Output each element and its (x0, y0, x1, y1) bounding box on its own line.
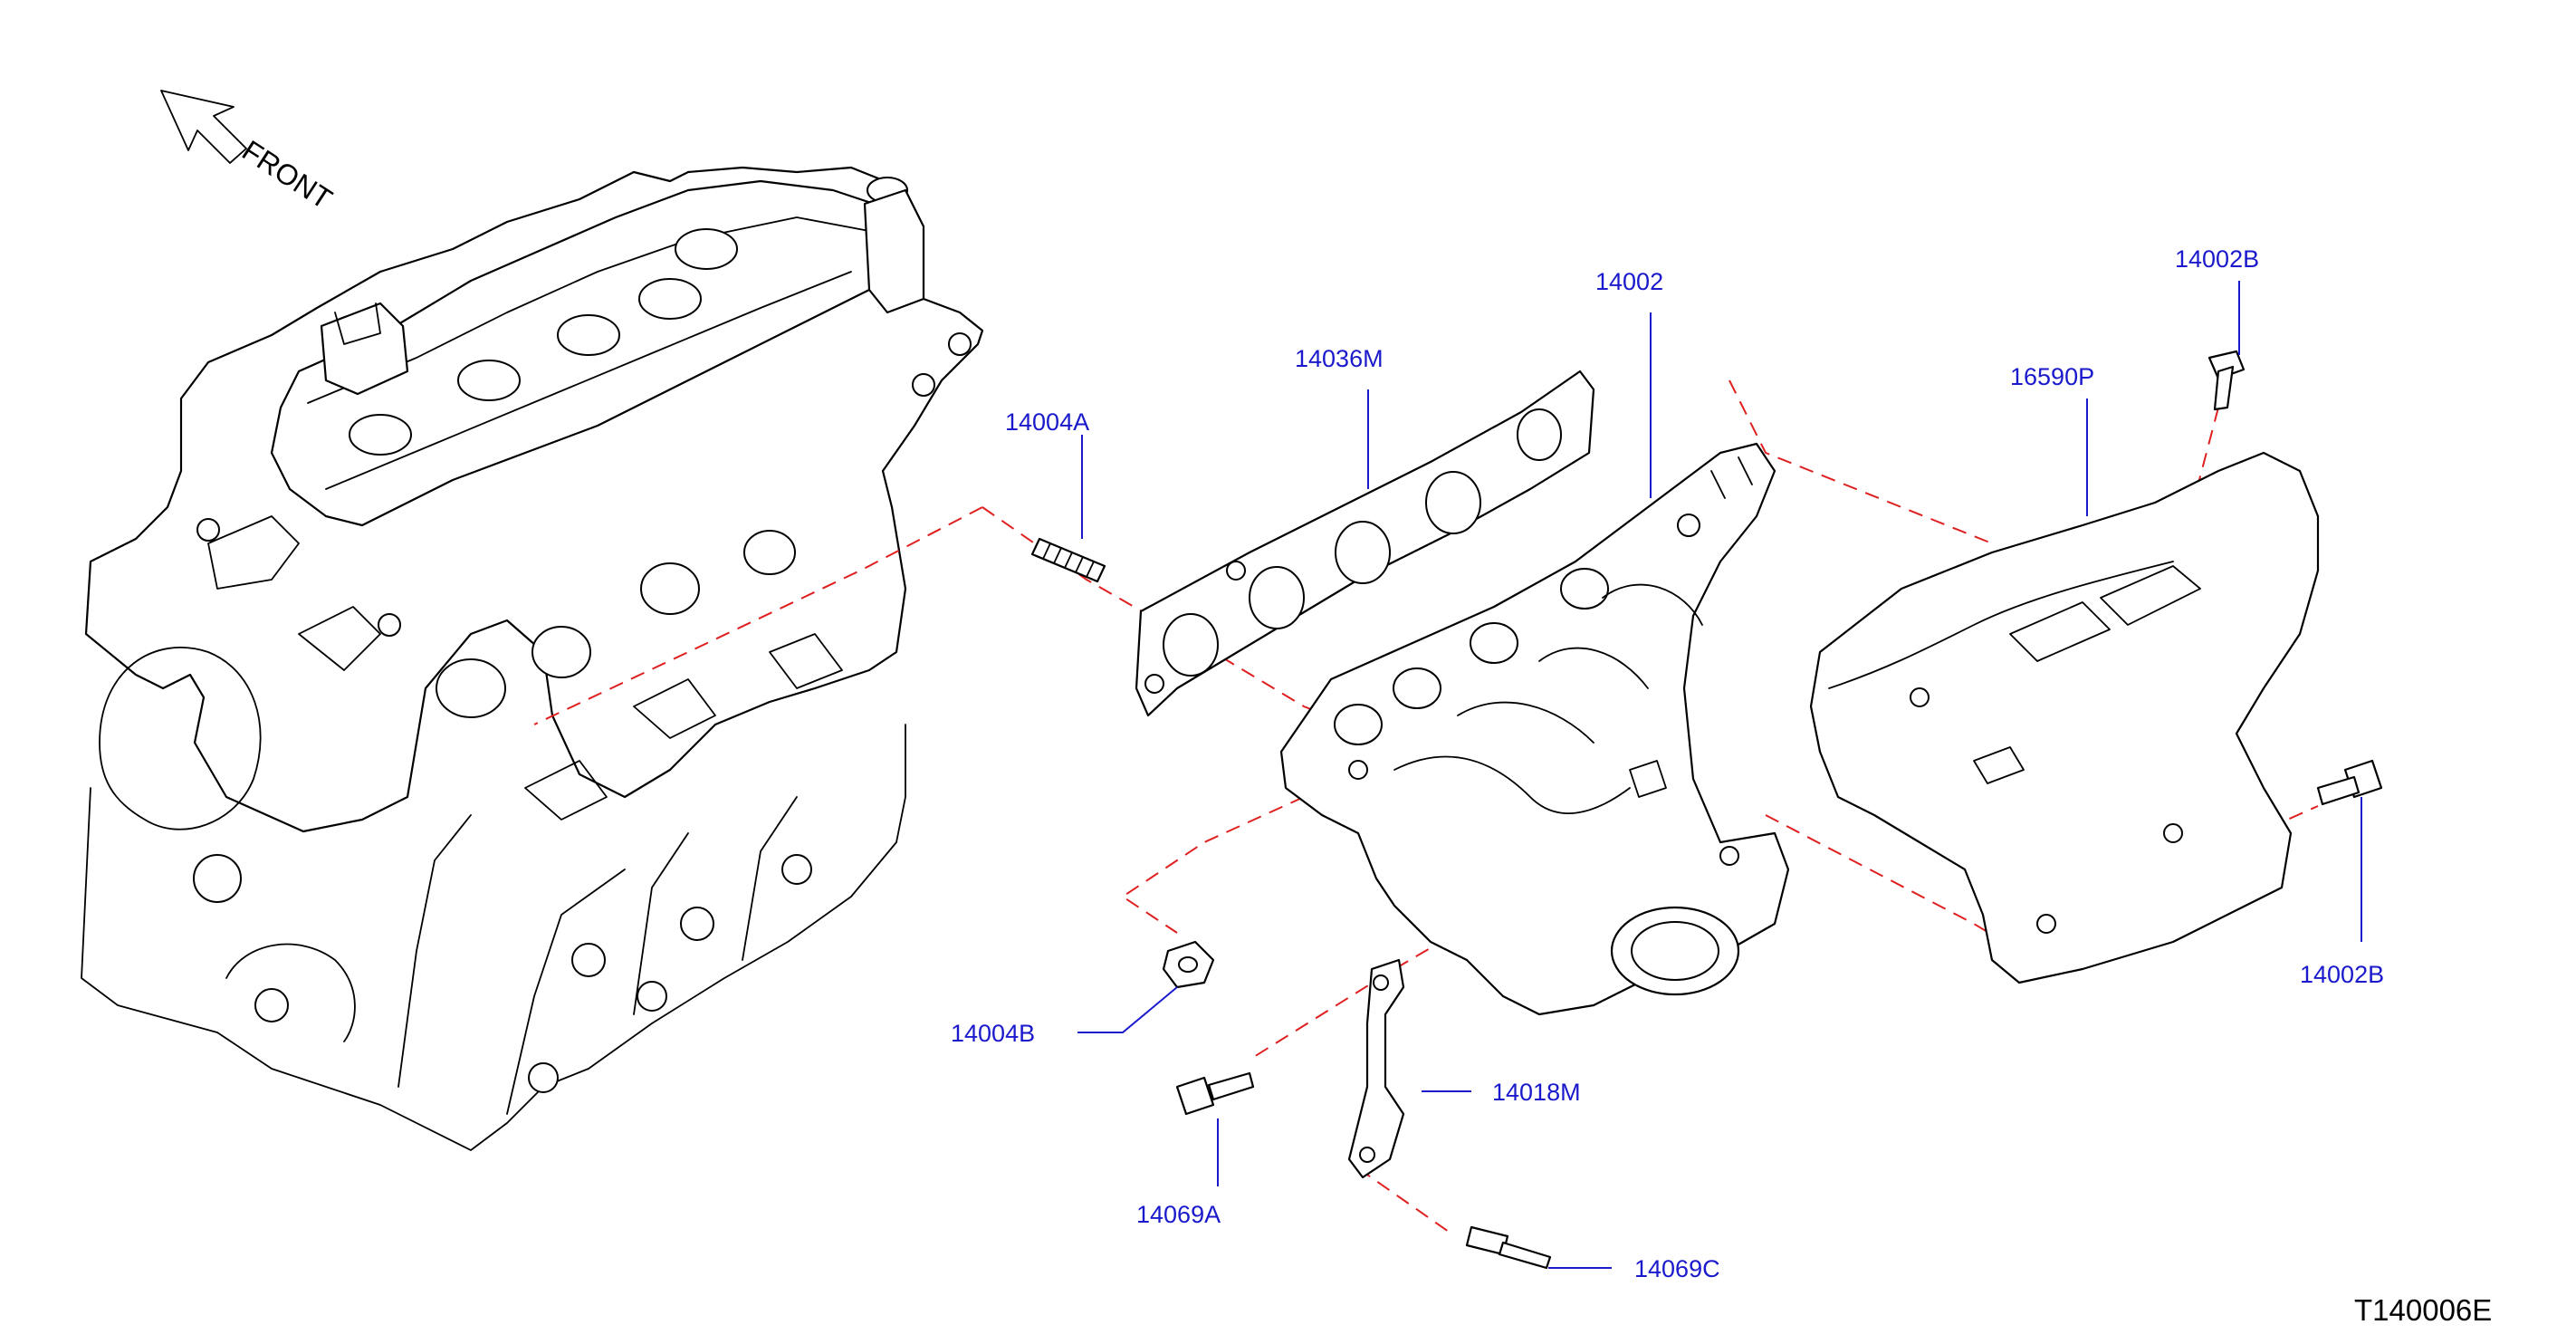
engine-block-illustration (81, 166, 984, 1151)
bolt-14002b-top-illustration (2207, 350, 2246, 411)
callout-14004b: 14004B (951, 1020, 1035, 1047)
bracket-14018m-illustration (1347, 958, 1405, 1179)
callout-14036m: 14036M (1295, 345, 1384, 372)
bolt-14002b-right-illustration (2316, 759, 2383, 806)
callout-14002b-top: 14002B (2175, 245, 2259, 273)
gasket-14036m-illustration (1135, 370, 1595, 717)
callout-16590p: 16590P (2010, 363, 2094, 390)
callout-14004a: 14004A (1005, 408, 1089, 436)
callout-14069a: 14069A (1136, 1201, 1221, 1228)
callout-leader-lines (1077, 281, 2362, 1269)
callout-14002b-right: 14002B (2300, 961, 2384, 988)
callout-14069c: 14069C (1634, 1255, 1720, 1282)
stud-14004a-illustration (1030, 537, 1106, 583)
exhaust-manifold-14002-illustration (1279, 442, 1790, 1016)
bolt-14069a-illustration (1175, 1071, 1255, 1116)
reference-code: T140006E (2354, 1293, 2492, 1327)
heat-insulator-16590p-illustration (1809, 451, 2320, 984)
stud-14069c-illustration (1465, 1225, 1552, 1270)
nut-14004b-illustration (1162, 940, 1215, 989)
callout-14018m: 14018M (1492, 1079, 1581, 1106)
front-label: FRONT (236, 134, 338, 216)
front-arrow-icon (160, 90, 247, 164)
callout-14002: 14002 (1595, 268, 1663, 295)
